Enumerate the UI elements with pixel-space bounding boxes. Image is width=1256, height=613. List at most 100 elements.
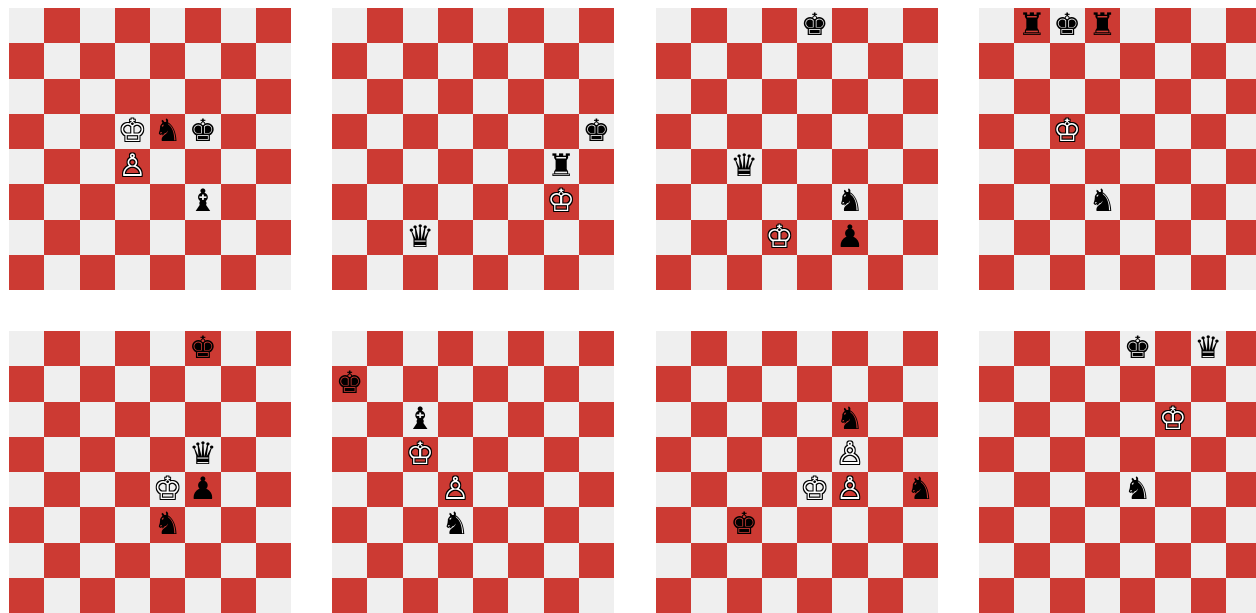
- square-a8[interactable]: [9, 8, 44, 43]
- square-g6[interactable]: [221, 402, 256, 437]
- black-knight-icon[interactable]: ♞: [832, 184, 867, 219]
- square-c7[interactable]: [1050, 43, 1085, 78]
- square-a3[interactable]: [979, 507, 1014, 542]
- square-d1[interactable]: [1085, 578, 1120, 613]
- square-b8[interactable]: [691, 331, 726, 366]
- square-h6[interactable]: [256, 79, 291, 114]
- square-e2[interactable]: [1120, 220, 1155, 255]
- square-h8[interactable]: [579, 331, 614, 366]
- square-c6[interactable]: [727, 402, 762, 437]
- square-c8[interactable]: [727, 8, 762, 43]
- square-d3[interactable]: [438, 184, 473, 219]
- square-g4[interactable]: [868, 149, 903, 184]
- square-d6[interactable]: [1085, 402, 1120, 437]
- square-d3[interactable]: [115, 507, 150, 542]
- square-g2[interactable]: [221, 220, 256, 255]
- square-d6[interactable]: [115, 79, 150, 114]
- square-c2[interactable]: [80, 543, 115, 578]
- square-a5[interactable]: [979, 437, 1014, 472]
- square-c1[interactable]: [80, 578, 115, 613]
- square-c2[interactable]: [403, 543, 438, 578]
- square-a6[interactable]: [979, 402, 1014, 437]
- square-f1[interactable]: [508, 255, 543, 290]
- square-e7[interactable]: [473, 43, 508, 78]
- square-f8[interactable]: [185, 8, 220, 43]
- square-c2[interactable]: [1050, 543, 1085, 578]
- square-d7[interactable]: [1085, 366, 1120, 401]
- square-g6[interactable]: [544, 402, 579, 437]
- square-c5[interactable]: [1050, 437, 1085, 472]
- square-g2[interactable]: [544, 220, 579, 255]
- square-b2[interactable]: [691, 543, 726, 578]
- black-king-icon[interactable]: ♚: [579, 114, 614, 149]
- square-g3[interactable]: [1191, 507, 1226, 542]
- square-f2[interactable]: [1155, 543, 1190, 578]
- square-a6[interactable]: [656, 402, 691, 437]
- white-pawn-icon[interactable]: ♙: [115, 149, 150, 184]
- square-c7[interactable]: [727, 43, 762, 78]
- square-c3[interactable]: [727, 184, 762, 219]
- square-g3[interactable]: [868, 184, 903, 219]
- square-c5[interactable]: [80, 437, 115, 472]
- square-d7[interactable]: [115, 43, 150, 78]
- square-f3[interactable]: [832, 507, 867, 542]
- square-b2[interactable]: [44, 543, 79, 578]
- square-a3[interactable]: [9, 184, 44, 219]
- square-b1[interactable]: [367, 255, 402, 290]
- square-b3[interactable]: [1014, 184, 1049, 219]
- square-h5[interactable]: [1226, 437, 1256, 472]
- square-a1[interactable]: [9, 578, 44, 613]
- square-d5[interactable]: [115, 437, 150, 472]
- square-c2[interactable]: [727, 543, 762, 578]
- square-b8[interactable]: [367, 331, 402, 366]
- square-g4[interactable]: [221, 472, 256, 507]
- square-d8[interactable]: [438, 331, 473, 366]
- square-h8[interactable]: [256, 8, 291, 43]
- white-pawn-icon[interactable]: ♙: [832, 472, 867, 507]
- square-a2[interactable]: [332, 220, 367, 255]
- square-a7[interactable]: [979, 366, 1014, 401]
- square-e7[interactable]: [797, 366, 832, 401]
- square-h2[interactable]: [256, 220, 291, 255]
- black-king-icon[interactable]: ♚: [332, 366, 367, 401]
- square-e6[interactable]: [150, 402, 185, 437]
- square-g6[interactable]: [868, 79, 903, 114]
- square-h2[interactable]: [256, 543, 291, 578]
- black-knight-icon[interactable]: ♞: [1120, 472, 1155, 507]
- square-b4[interactable]: [1014, 149, 1049, 184]
- black-queen-icon[interactable]: ♛: [185, 437, 220, 472]
- square-f4[interactable]: [185, 149, 220, 184]
- square-h6[interactable]: [1226, 79, 1256, 114]
- white-king-icon[interactable]: ♔: [762, 220, 797, 255]
- square-h3[interactable]: [903, 507, 938, 542]
- square-g7[interactable]: [221, 43, 256, 78]
- square-e8[interactable]: [150, 8, 185, 43]
- square-h4[interactable]: [579, 149, 614, 184]
- square-a6[interactable]: [9, 402, 44, 437]
- square-d7[interactable]: [438, 366, 473, 401]
- black-king-icon[interactable]: ♚: [185, 331, 220, 366]
- square-a3[interactable]: [979, 184, 1014, 219]
- square-d1[interactable]: [1085, 255, 1120, 290]
- square-c6[interactable]: [1050, 402, 1085, 437]
- square-a6[interactable]: [332, 79, 367, 114]
- square-h7[interactable]: [579, 43, 614, 78]
- square-d2[interactable]: [1085, 220, 1120, 255]
- square-a3[interactable]: [332, 184, 367, 219]
- square-e6[interactable]: [797, 402, 832, 437]
- square-g5[interactable]: [221, 114, 256, 149]
- square-f8[interactable]: [832, 8, 867, 43]
- square-e2[interactable]: [150, 220, 185, 255]
- square-h6[interactable]: [903, 402, 938, 437]
- square-g5[interactable]: [868, 114, 903, 149]
- square-e3[interactable]: [150, 184, 185, 219]
- square-e8[interactable]: [473, 8, 508, 43]
- square-g7[interactable]: [1191, 366, 1226, 401]
- square-c1[interactable]: [80, 255, 115, 290]
- square-e2[interactable]: [797, 220, 832, 255]
- square-g1[interactable]: [868, 578, 903, 613]
- square-b1[interactable]: [1014, 255, 1049, 290]
- square-e1[interactable]: [473, 578, 508, 613]
- square-e5[interactable]: [797, 114, 832, 149]
- black-knight-icon[interactable]: ♞: [1085, 184, 1120, 219]
